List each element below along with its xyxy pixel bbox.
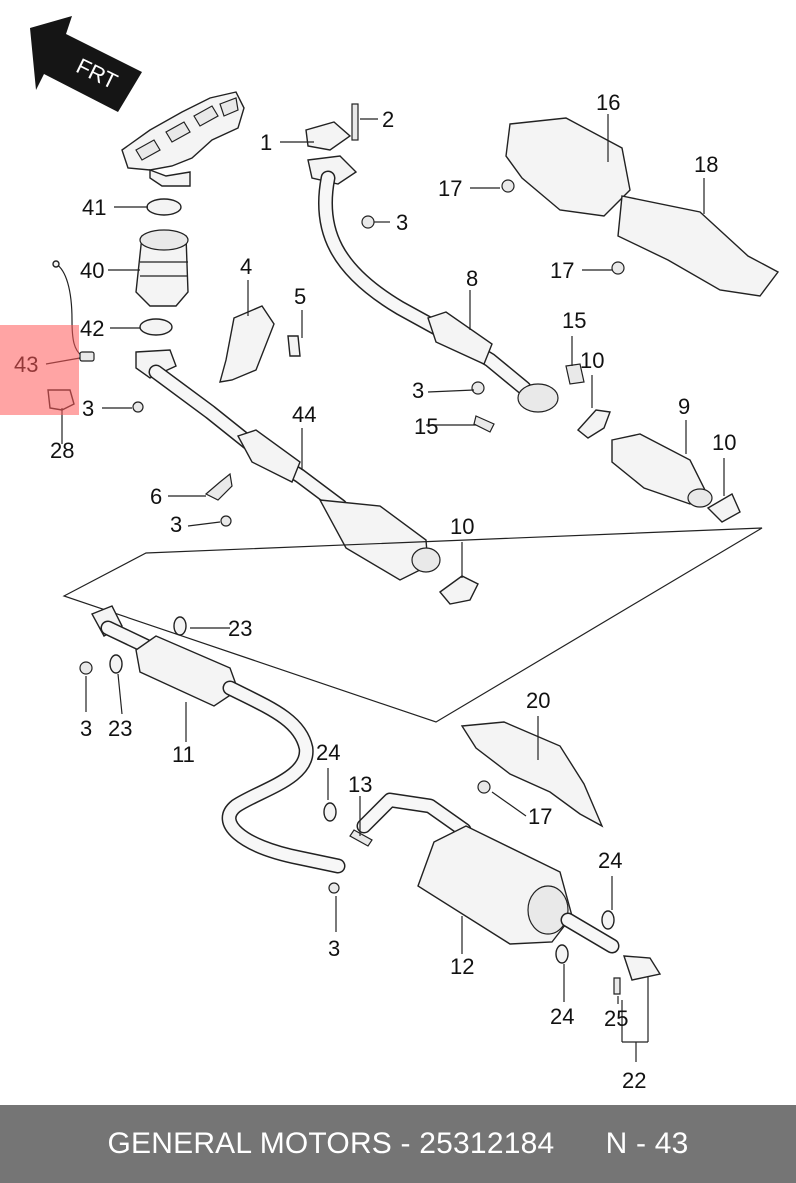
section-frame bbox=[62, 527, 763, 723]
gasket-10-a bbox=[576, 409, 611, 439]
rubber-mount-24-c bbox=[555, 944, 569, 964]
rubber-mount-24-a bbox=[323, 802, 337, 822]
nut-3-b bbox=[132, 401, 144, 413]
callout-10-c: 10 bbox=[450, 514, 474, 539]
callout-10-a: 10 bbox=[580, 348, 604, 373]
callout-12: 12 bbox=[450, 954, 474, 979]
callout-17-a: 17 bbox=[438, 176, 462, 201]
gasket-10-c bbox=[438, 575, 479, 605]
highlight-callout-43 bbox=[0, 325, 79, 415]
callout-20: 20 bbox=[526, 688, 550, 713]
callout-3-f: 3 bbox=[328, 936, 340, 961]
hanger-15-b bbox=[473, 415, 495, 433]
callout-24-b: 24 bbox=[598, 848, 622, 873]
callout-24-a: 24 bbox=[316, 740, 340, 765]
footer-ref: N - 43 bbox=[605, 1127, 689, 1160]
rear-muffler-12 bbox=[356, 792, 620, 954]
footer-text: GENERAL MOTORS - 25312184 bbox=[107, 1127, 555, 1160]
callout-3-b: 3 bbox=[82, 396, 94, 421]
nut-3-e bbox=[79, 661, 93, 675]
callout-18: 18 bbox=[694, 152, 718, 177]
tail-tip-22 bbox=[623, 955, 662, 981]
exhaust-manifold bbox=[121, 91, 245, 187]
callout-3-c: 3 bbox=[170, 512, 182, 537]
nut-17-b bbox=[611, 261, 625, 275]
callout-3-d: 3 bbox=[412, 378, 424, 403]
callout-44: 44 bbox=[292, 402, 316, 427]
callout-8: 8 bbox=[466, 266, 478, 291]
heat-shield-4 bbox=[219, 305, 301, 383]
rubber-mount-24-b bbox=[601, 910, 615, 930]
heat-shield-20 bbox=[460, 721, 604, 828]
leader-lines bbox=[45, 114, 725, 1062]
callout-2: 2 bbox=[382, 107, 394, 132]
callout-5: 5 bbox=[294, 284, 306, 309]
front-direction-arrow: FRT bbox=[30, 16, 142, 112]
nut-17-c bbox=[477, 780, 491, 794]
gasket-41 bbox=[146, 198, 182, 216]
callout-41: 41 bbox=[82, 195, 106, 220]
stud-2 bbox=[351, 103, 359, 141]
callout-9: 9 bbox=[678, 394, 690, 419]
gasket-42 bbox=[139, 318, 173, 336]
heat-shield-16 bbox=[505, 117, 631, 217]
callout-16: 16 bbox=[596, 90, 620, 115]
callout-25: 25 bbox=[604, 1006, 628, 1031]
callout-10-b: 10 bbox=[712, 430, 736, 455]
nut-3-d bbox=[471, 381, 485, 395]
callout-22: 22 bbox=[622, 1068, 646, 1093]
bolt-25 bbox=[613, 977, 621, 995]
callout-4: 4 bbox=[240, 254, 252, 279]
callout-6: 6 bbox=[150, 484, 162, 509]
front-pipe-44 bbox=[135, 349, 441, 581]
callout-3-a: 3 bbox=[396, 210, 408, 235]
catalytic-converter-9 bbox=[611, 433, 713, 508]
catalytic-converter-40 bbox=[135, 229, 189, 307]
callout-17-c: 17 bbox=[528, 804, 552, 829]
hanger-15 bbox=[565, 363, 585, 385]
nut-17-a bbox=[501, 179, 515, 193]
callout-17-b: 17 bbox=[550, 258, 574, 283]
callout-23-b: 23 bbox=[108, 716, 132, 741]
footer-bar: GENERAL MOTORS - 25312184 N - 43 bbox=[0, 1105, 796, 1183]
front-pipe-8 bbox=[305, 121, 559, 413]
clamp-6 bbox=[204, 472, 233, 501]
footer-spacer bbox=[554, 1127, 605, 1161]
callout-42: 42 bbox=[80, 316, 104, 341]
nut-3-f bbox=[328, 882, 340, 894]
bolt-13 bbox=[349, 829, 373, 847]
callout-23-a: 23 bbox=[228, 616, 252, 641]
callout-24-c: 24 bbox=[550, 1004, 574, 1029]
gasket-10-b bbox=[706, 493, 741, 523]
callout-28: 28 bbox=[50, 438, 74, 463]
nut-3-c bbox=[220, 515, 232, 527]
intermediate-pipe-11 bbox=[91, 605, 346, 874]
callout-13: 13 bbox=[348, 772, 372, 797]
exhaust-system-diagram: FRT bbox=[14, 16, 780, 1093]
callout-15-b: 15 bbox=[414, 414, 438, 439]
callout-1: 1 bbox=[260, 130, 272, 155]
rubber-mount-23-b bbox=[109, 654, 123, 674]
callout-40: 40 bbox=[80, 258, 104, 283]
callout-3-e: 3 bbox=[80, 716, 92, 741]
callout-15-a: 15 bbox=[562, 308, 586, 333]
rubber-mount-23-a bbox=[173, 616, 187, 636]
heat-shield-18 bbox=[617, 195, 780, 297]
callout-11: 11 bbox=[172, 742, 195, 767]
nut-3-a bbox=[361, 215, 375, 229]
